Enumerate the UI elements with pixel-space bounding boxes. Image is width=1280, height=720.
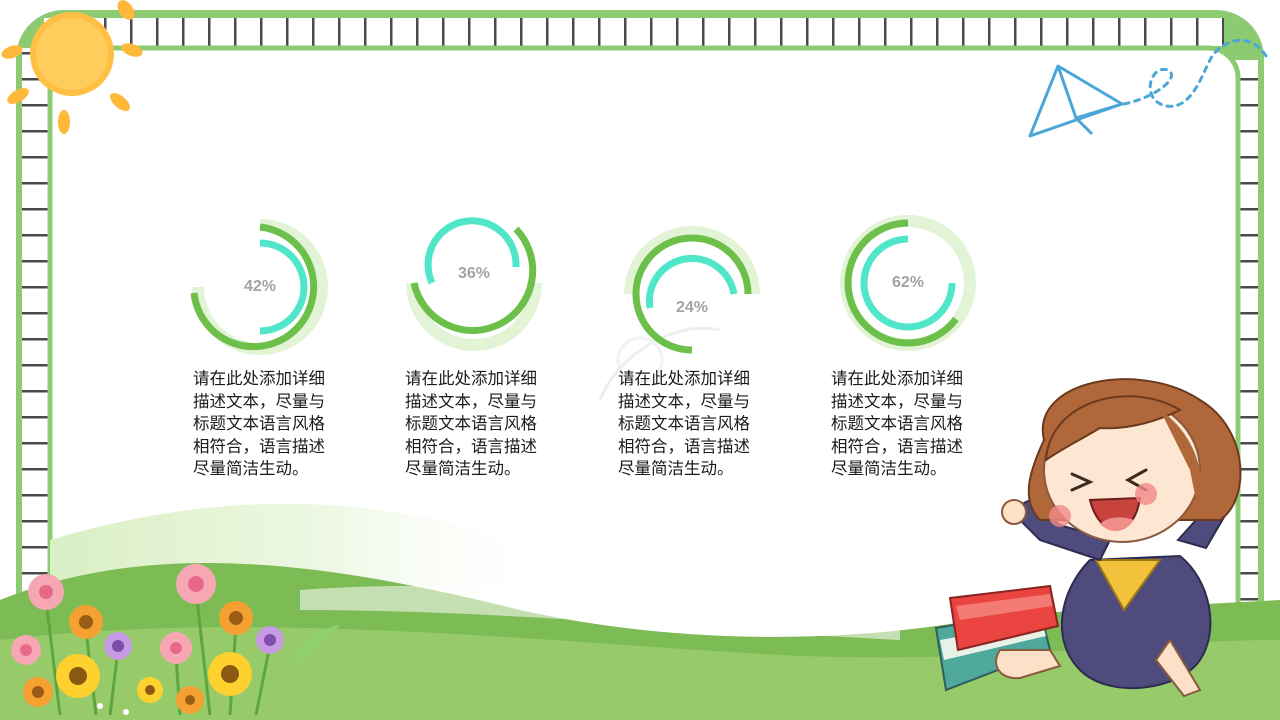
gauge-3: 24%: [622, 224, 762, 364]
progress-ring: [840, 215, 976, 351]
percent-label: 24%: [675, 299, 709, 316]
sun-icon: [1, 0, 143, 134]
progress-ring: [190, 219, 328, 355]
percent-label: 36%: [457, 265, 491, 282]
hill-highlight: [300, 585, 900, 640]
books-icon: [934, 584, 1060, 692]
girl-illustration: [995, 378, 1242, 698]
progress-ring: [624, 226, 760, 354]
card-description: 请在此处添加详细描述文本，尽量与标题文本语言风格相符合，语言描述尽量简洁生动。: [618, 369, 750, 478]
gauge-1: 42%: [190, 217, 330, 357]
watermark-icon: [598, 326, 721, 401]
frame-grid-top: [44, 18, 1224, 46]
percent-label: 62%: [891, 274, 925, 291]
card-description: 请在此处添加详细描述文本，尽量与标题文本语言风格相符合，语言描述尽量简洁生动。: [405, 369, 537, 478]
progress-ring: [406, 217, 542, 351]
card-description: 请在此处添加详细描述文本，尽量与标题文本语言风格相符合，语言描述尽量简洁生动。: [193, 369, 325, 478]
frame-grid-left: [22, 48, 50, 658]
gauge-2: 36%: [404, 213, 544, 353]
paper-plane-icon: [1028, 38, 1268, 138]
gauge-4: 62%: [838, 213, 978, 353]
percent-label: 42%: [243, 278, 277, 295]
hill-ground: [0, 627, 1280, 720]
flowers-icon: [11, 564, 340, 716]
card-description: 请在此处添加详细描述文本，尽量与标题文本语言风格相符合，语言描述尽量简洁生动。: [831, 369, 963, 478]
